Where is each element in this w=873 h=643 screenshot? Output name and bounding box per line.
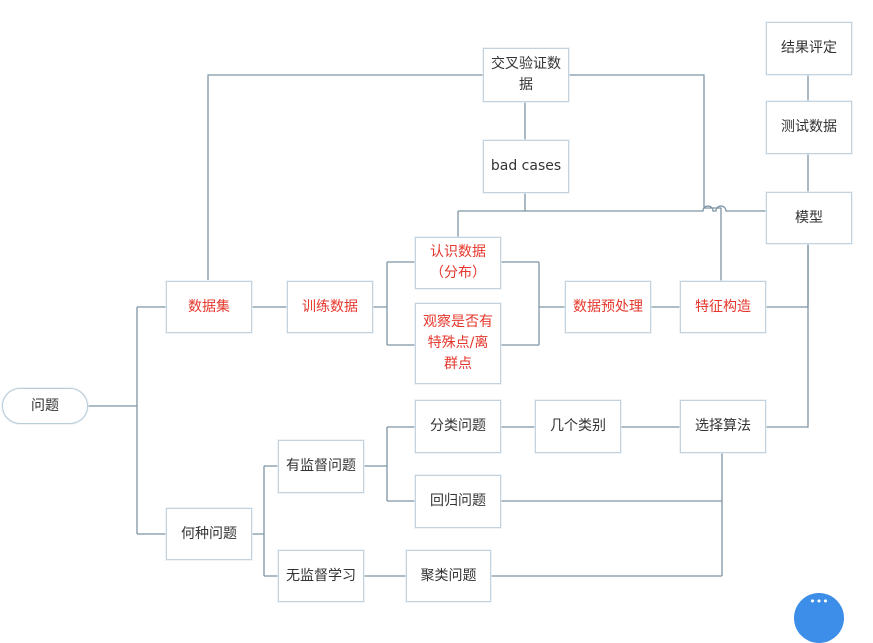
preprocessing-label: 数据预处理 (573, 298, 643, 315)
test-data-label: 测试数据 (781, 119, 837, 135)
cross-validation-node[interactable]: 交叉验证数据 (483, 48, 569, 102)
choose-algorithm-node[interactable]: 选择算法 (680, 400, 766, 453)
unsupervised-node[interactable]: 无监督学习 (278, 550, 364, 602)
choose-algorithm-label: 选择算法 (695, 418, 751, 434)
result-evaluation-label: 结果评定 (781, 40, 837, 56)
connector-lines (87, 74, 809, 577)
floating-action-button[interactable]: ••• (794, 593, 844, 643)
dots-icon: ••• (809, 595, 829, 608)
model-label: 模型 (795, 209, 823, 226)
classification-node[interactable]: 分类问题 (415, 400, 501, 453)
classification-label: 分类问题 (430, 418, 486, 434)
problem-type-label: 何种问题 (181, 525, 237, 542)
regression-label: 回归问题 (430, 493, 486, 509)
num-classes-label: 几个类别 (550, 418, 606, 434)
cross-validation-label: 交叉验证数据 (491, 56, 561, 93)
understand-data-label: 认识数据 （分布） (430, 244, 486, 281)
supervised-node[interactable]: 有监督问题 (278, 440, 364, 493)
model-node[interactable]: 模型 (766, 192, 852, 244)
supervised-label: 有监督问题 (286, 458, 356, 474)
understand-data-node[interactable]: 认识数据 （分布） (415, 237, 501, 289)
problem-type-node[interactable]: 何种问题 (166, 508, 252, 560)
preprocessing-node[interactable]: 数据预处理 (565, 281, 651, 333)
num-classes-node[interactable]: 几个类别 (535, 400, 621, 453)
training-data-node[interactable]: 训练数据 (287, 281, 373, 333)
clustering-node[interactable]: 聚类问题 (406, 550, 491, 602)
outlier-check-node[interactable]: 观察是否有 特殊点/离 群点 (415, 303, 501, 384)
outlier-check-label: 观察是否有 特殊点/离 群点 (423, 314, 493, 372)
bad-cases-label: bad cases (490, 158, 562, 174)
problem-root-node[interactable]: 问题 (2, 388, 88, 424)
feature-construction-node[interactable]: 特征构造 (680, 281, 766, 333)
unsupervised-label: 无监督学习 (286, 567, 356, 584)
test-data-node[interactable]: 测试数据 (766, 101, 852, 154)
feature-construction-label: 特征构造 (695, 298, 751, 315)
bad-cases-node[interactable]: bad cases (483, 140, 569, 193)
dataset-label: 数据集 (188, 298, 230, 315)
clustering-label: 聚类问题 (420, 567, 477, 584)
regression-node[interactable]: 回归问题 (415, 475, 501, 528)
dataset-node[interactable]: 数据集 (166, 281, 252, 333)
training-data-label: 训练数据 (302, 298, 358, 315)
result-evaluation-node[interactable]: 结果评定 (766, 22, 852, 75)
problem-root-label: 问题 (31, 397, 59, 414)
